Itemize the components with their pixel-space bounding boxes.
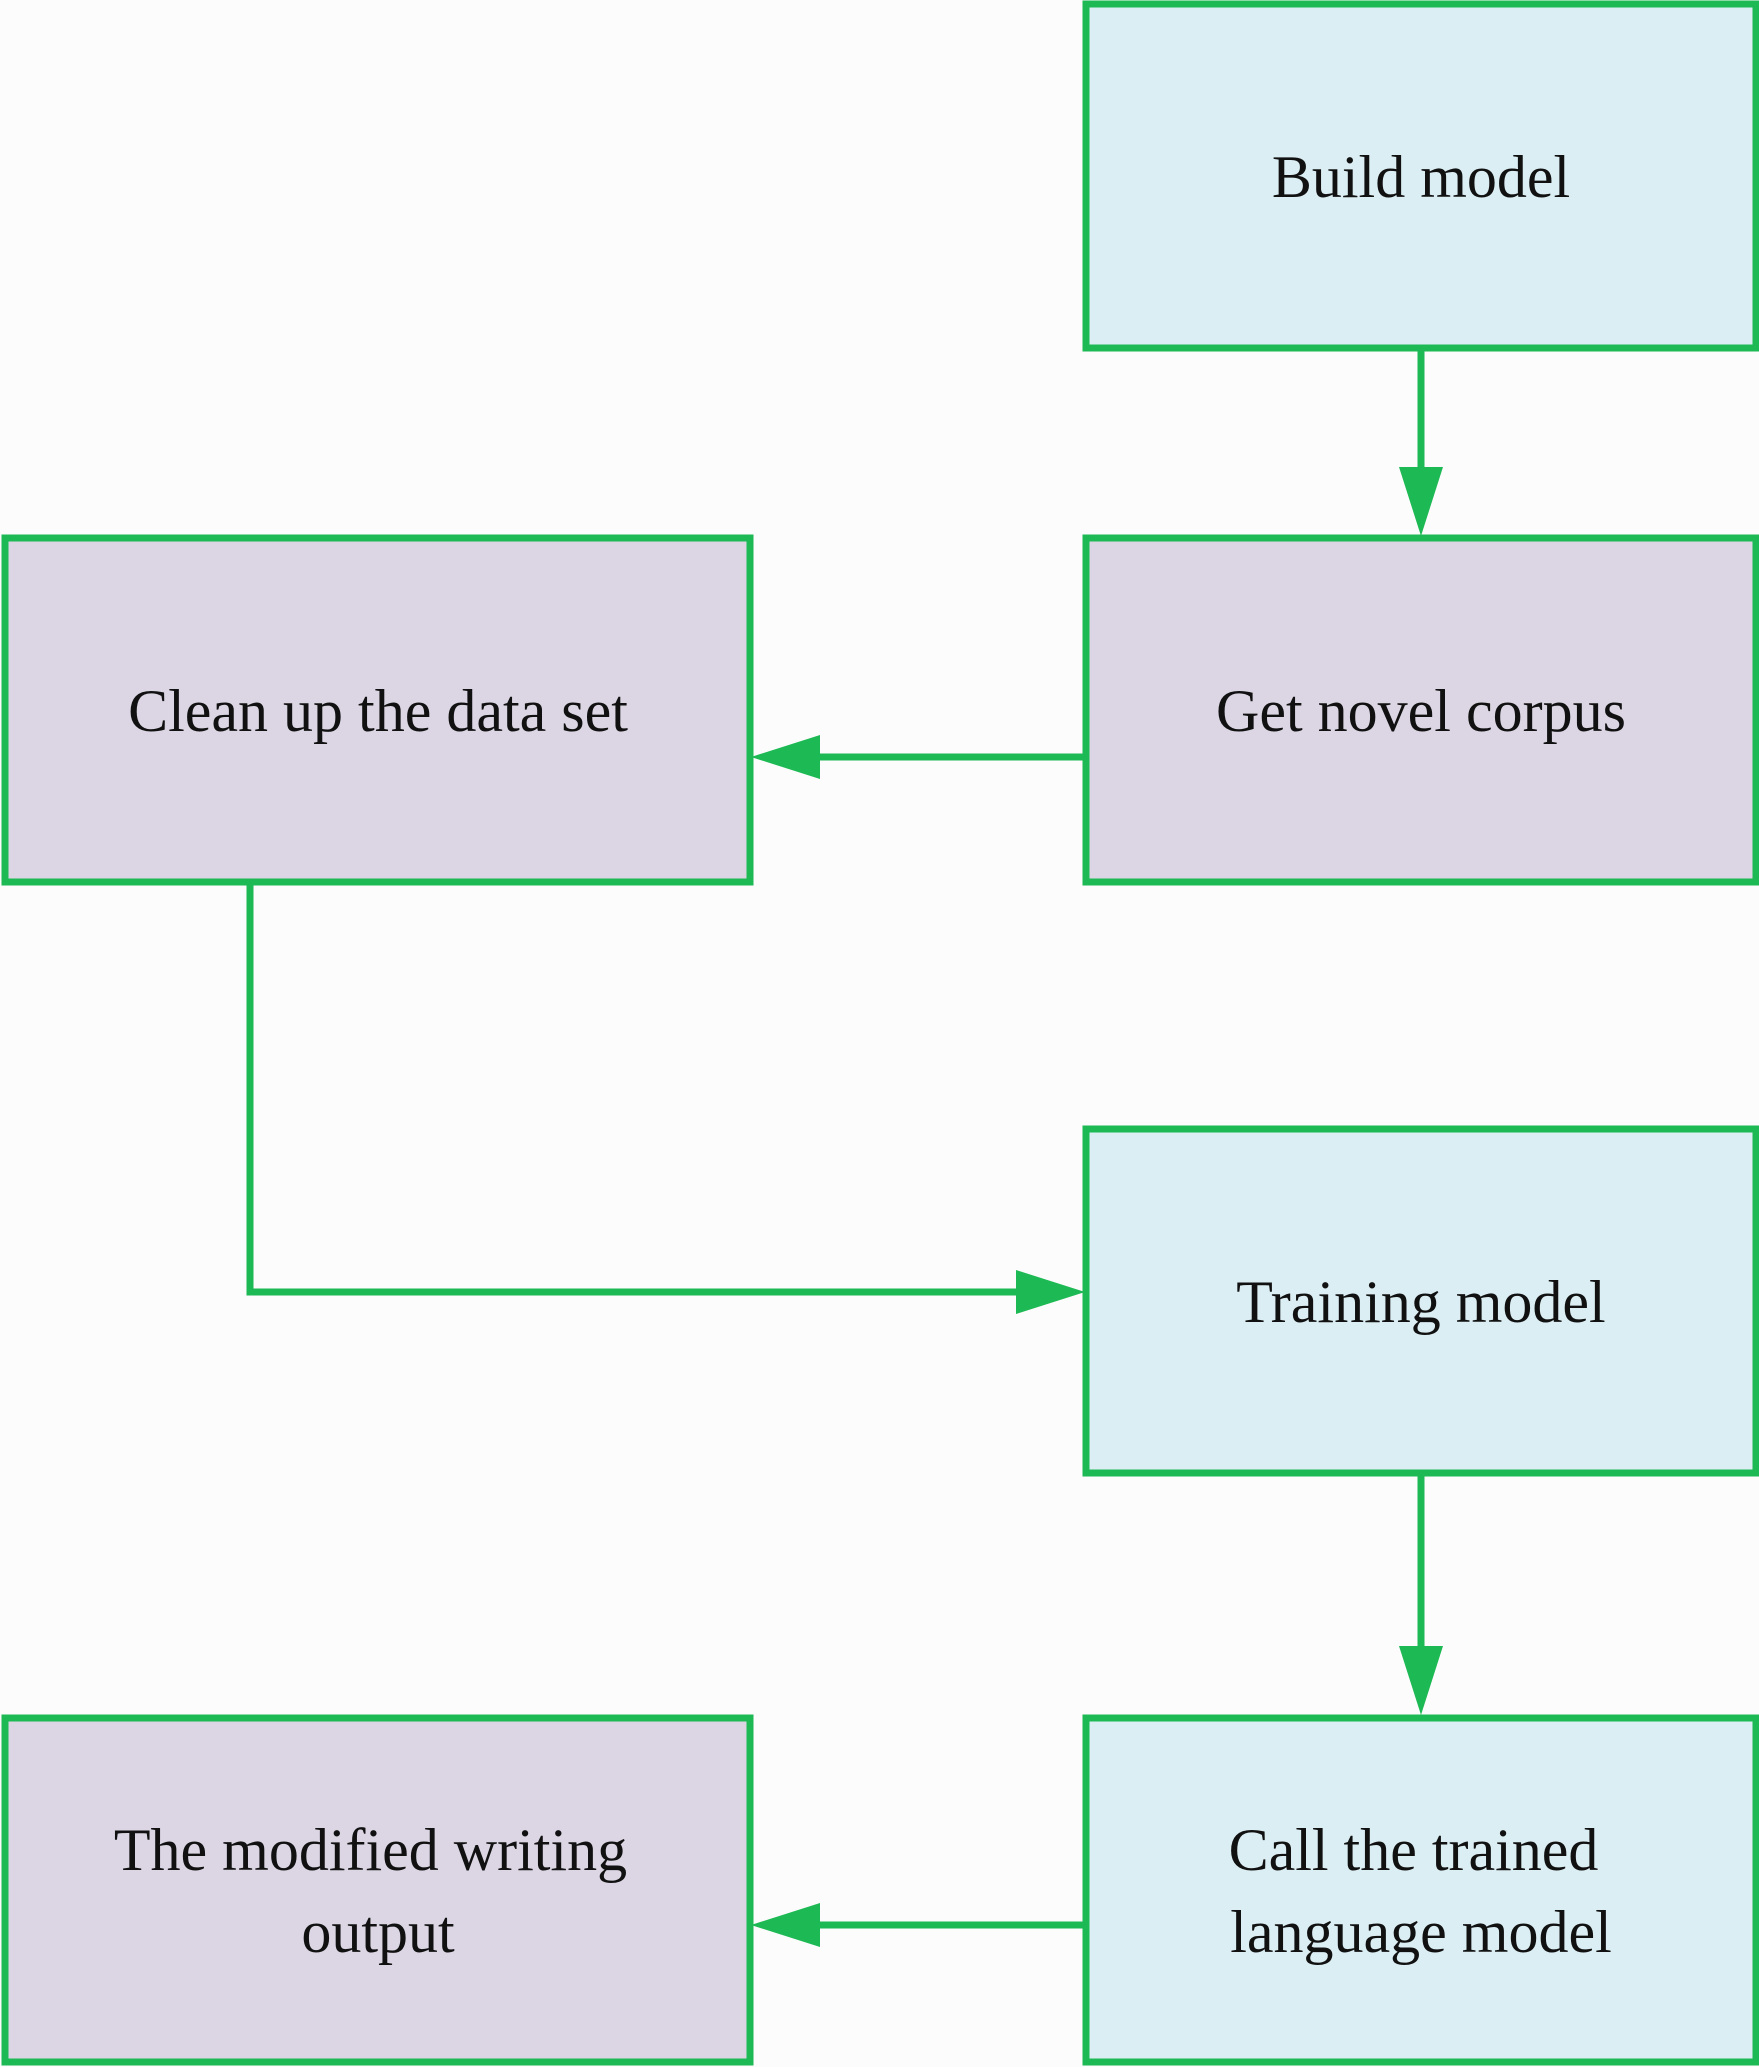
node-call-trained-model: Call the trained language model xyxy=(1082,1714,1759,2066)
node-training-model-label: Training model xyxy=(1236,1269,1605,1335)
arrowhead-clean-to-training xyxy=(1016,1270,1085,1314)
node-clean-up-data-set-label: Clean up the data set xyxy=(128,678,628,744)
arrowhead-build-to-corpus xyxy=(1399,467,1443,536)
node-call-trained-model-box xyxy=(1082,1714,1759,2066)
arrowhead-call-to-output xyxy=(751,1903,820,1947)
edge-clean-to-training xyxy=(246,882,1020,1296)
node-get-novel-corpus-label: Get novel corpus xyxy=(1216,678,1626,744)
arrowhead-corpus-to-clean xyxy=(751,735,820,779)
node-training-model-box xyxy=(1082,1125,1759,1477)
node-build-model: Build model xyxy=(1082,0,1759,352)
node-build-model-box xyxy=(1082,0,1759,352)
node-modified-writing-output: The modified writing output xyxy=(1,1714,754,2066)
node-build-model-label: Build model xyxy=(1272,144,1570,210)
node-clean-up-data-set: Clean up the data set xyxy=(1,534,754,886)
node-training-model: Training model xyxy=(1082,1125,1759,1477)
node-modified-writing-output-label: The modified writing output xyxy=(114,1817,642,1965)
node-get-novel-corpus: Get novel corpus xyxy=(1082,534,1759,886)
node-get-novel-corpus-box xyxy=(1082,534,1759,886)
node-modified-writing-output-box xyxy=(1,1714,754,2066)
edges xyxy=(246,348,1443,1947)
node-call-trained-model-label: Call the trained language model xyxy=(1229,1817,1614,1965)
node-clean-up-data-set-box xyxy=(1,534,754,886)
arrowhead-training-to-call xyxy=(1399,1646,1443,1715)
